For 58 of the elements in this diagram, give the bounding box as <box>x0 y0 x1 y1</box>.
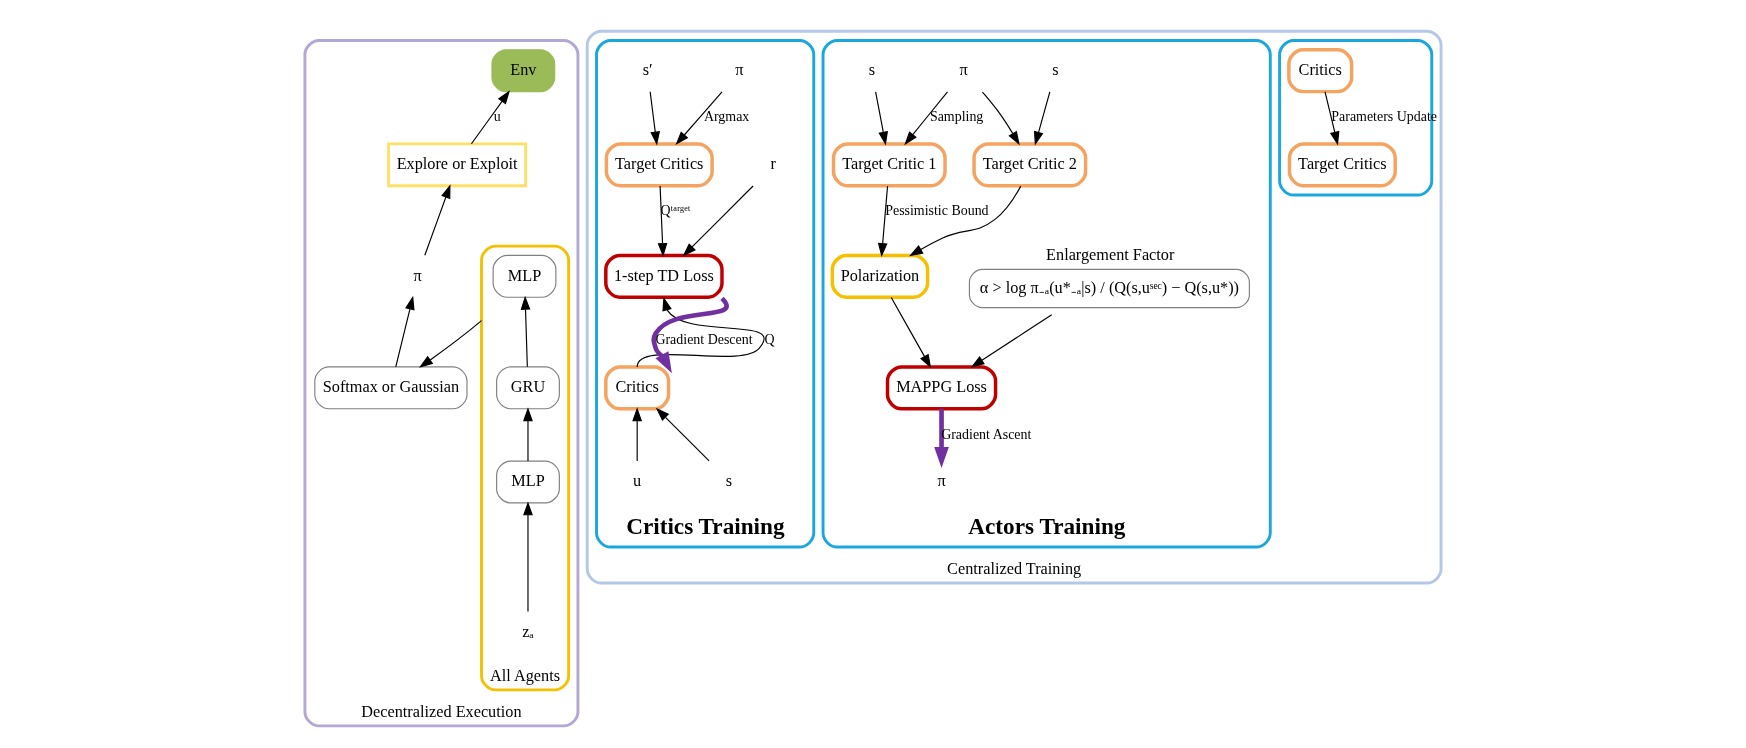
arrow <box>651 296 729 374</box>
edge-label: Sampling <box>929 109 984 125</box>
arrow <box>657 185 668 258</box>
node-box: Target Critic 1 <box>831 142 947 188</box>
arrow <box>395 295 415 368</box>
edge-label: u <box>493 109 501 125</box>
arrow <box>877 185 889 258</box>
arrow <box>419 320 483 368</box>
node-text: π <box>413 266 422 285</box>
node-text: π <box>735 61 744 80</box>
arrow <box>636 296 765 368</box>
node-text: s <box>868 61 875 80</box>
node-box: Explore or Exploit <box>387 142 528 188</box>
node-box: Polarization <box>830 253 930 299</box>
node-text: s′ <box>642 61 653 80</box>
node-box: Target Critics <box>604 142 714 188</box>
arrow <box>632 407 643 462</box>
arrow <box>675 91 723 146</box>
node-box: MLP <box>492 254 557 298</box>
arrow <box>655 407 710 462</box>
node-box: GRU <box>496 366 560 410</box>
node-box: Target Critic 2 <box>972 142 1088 188</box>
arrow <box>909 185 1022 257</box>
node-box: Critics <box>604 365 671 411</box>
node-box: α > log π₋ₐ(u*₋ₐ|s) / (Q(s,uˢᵉᶜ) − Q(s,u*)) <box>968 268 1250 309</box>
arrow <box>875 91 888 146</box>
node-label: Enlargement Factor <box>1046 246 1175 265</box>
arrow <box>523 407 533 462</box>
arrow <box>934 408 949 468</box>
node-text: u <box>633 472 642 491</box>
node-text: π <box>959 61 968 80</box>
node-box: 1-step TD Loss <box>604 253 724 299</box>
node-text: zₐ <box>522 623 534 642</box>
arrow <box>970 314 1053 368</box>
edge-label: Argmax <box>703 109 750 125</box>
arrow <box>1033 91 1051 146</box>
arrow <box>682 185 754 257</box>
node-box: MLP <box>496 460 560 504</box>
node-text: π <box>937 472 946 491</box>
arrow <box>904 91 949 146</box>
arrow <box>424 184 451 256</box>
edge-label: Gradient Descent <box>655 332 753 348</box>
node-box: Target Critics <box>1287 142 1397 188</box>
arrow <box>523 501 533 613</box>
arrow <box>890 296 932 369</box>
edge-label: Q <box>764 332 775 348</box>
arrow <box>520 295 531 368</box>
node-text: s <box>725 472 733 491</box>
arrow <box>1324 91 1340 146</box>
node-box: Critics <box>1287 48 1354 94</box>
node-box: MAPPG Loss <box>885 365 998 411</box>
node-text: r <box>770 155 776 174</box>
node-box: Env <box>491 49 556 93</box>
arrow <box>649 91 661 146</box>
node-box: Softmax or Gaussian <box>314 366 468 410</box>
arrow <box>981 91 1020 146</box>
node-text: s <box>1052 61 1059 80</box>
arrow <box>470 90 510 145</box>
